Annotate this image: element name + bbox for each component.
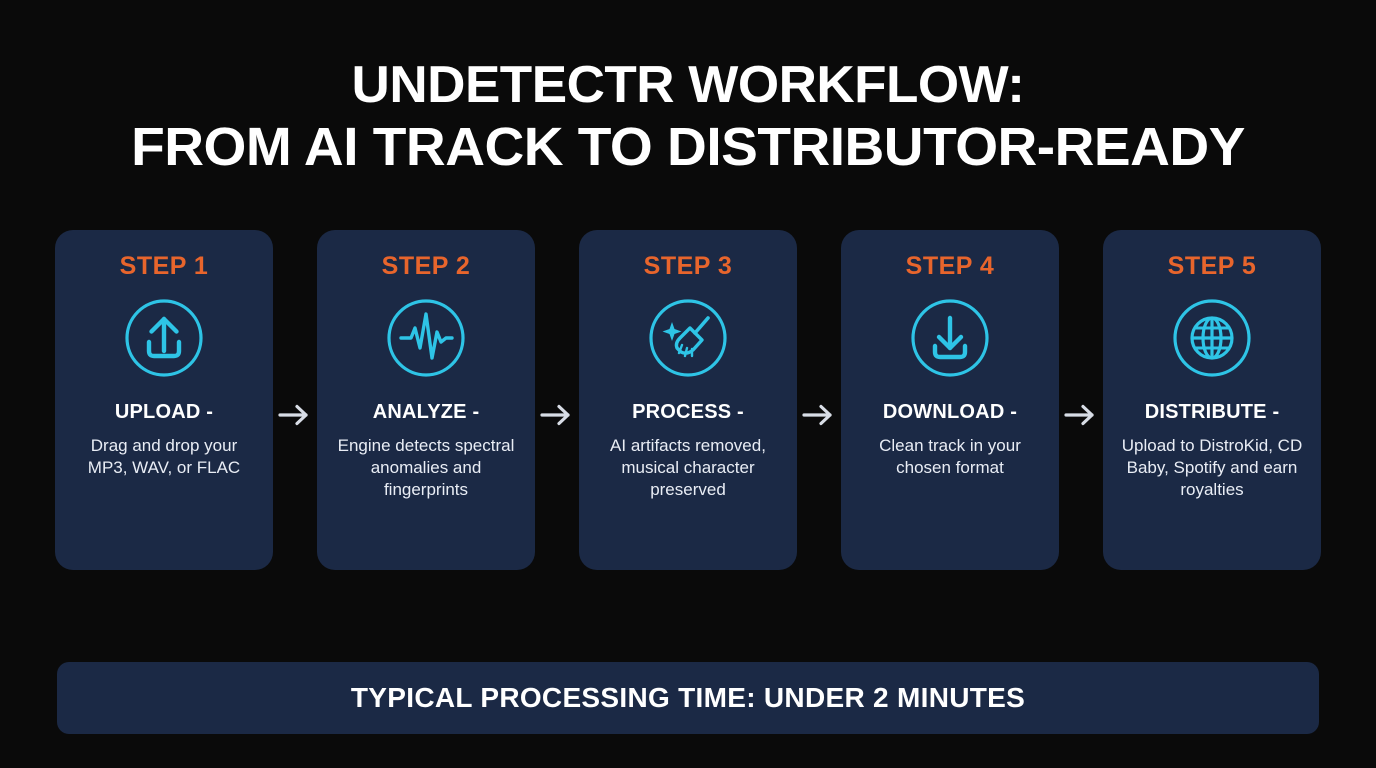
processing-time-banner: TYPICAL PROCESSING TIME: UNDER 2 MINUTES (57, 662, 1319, 734)
workflow-steps-row: STEP 1 UPLOAD - Drag and drop your MP3, … (0, 230, 1376, 570)
step-label-5: STEP 5 (1167, 252, 1257, 280)
connector-arrow-2 (535, 230, 579, 570)
upload-icon (122, 296, 206, 380)
step-heading-1: UPLOAD - (114, 401, 214, 423)
step-description-4: Clean track in your chosen format (879, 436, 1021, 477)
step-description-1: Drag and drop your MP3, WAV, or FLAC (87, 436, 241, 477)
title-line-2: FROM AI TRACK TO DISTRIBUTOR-READY (131, 117, 1245, 177)
step-description-5: Upload to DistroKid, CD Baby, Spotify an… (1121, 436, 1303, 499)
step-description-2: Engine detects spectral anomalies and fi… (337, 436, 515, 499)
step-label-3: STEP 3 (643, 252, 733, 280)
step-label-4: STEP 4 (905, 252, 995, 280)
globe-icon (1170, 296, 1254, 380)
step-label-1: STEP 1 (119, 252, 209, 280)
step-heading-5: DISTRIBUTE - (1144, 401, 1280, 423)
step-card-1: STEP 1 UPLOAD - Drag and drop your MP3, … (55, 230, 273, 570)
connector-arrow-3 (797, 230, 841, 570)
title-line-1: UNDETECTR WORKFLOW: (351, 56, 1025, 114)
download-icon (908, 296, 992, 380)
step-card-4: STEP 4 DOWNLOAD - Clean track in your ch… (841, 230, 1059, 570)
connector-arrow-1 (273, 230, 317, 570)
broom-sparkle-icon (646, 296, 730, 380)
page-title: UNDETECTR WORKFLOW: FROM AI TRACK TO DIS… (0, 54, 1376, 178)
connector-arrow-4 (1059, 230, 1103, 570)
step-heading-4: DOWNLOAD - (882, 401, 1018, 423)
waveform-pulse-icon (384, 296, 468, 380)
step-heading-3: PROCESS - (632, 401, 744, 423)
step-heading-2: ANALYZE - (372, 401, 480, 423)
step-label-2: STEP 2 (381, 252, 471, 280)
step-card-5: STEP 5 DISTRIBUTE - Upload to DistroKid,… (1103, 230, 1321, 570)
step-description-3: AI artifacts removed, musical character … (610, 436, 766, 499)
step-card-3: STEP 3 PROCESS - AI artifacts remov (579, 230, 797, 570)
processing-time-text: TYPICAL PROCESSING TIME: UNDER 2 MINUTES (350, 682, 1026, 713)
step-card-2: STEP 2 ANALYZE - Engine detects spectral… (317, 230, 535, 570)
